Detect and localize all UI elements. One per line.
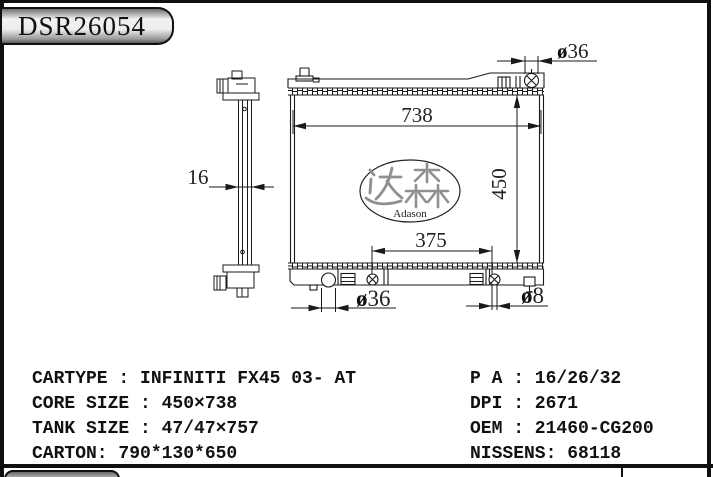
overflow-fitting [295,67,320,83]
spec-pa: P A : 16/26/32 [470,369,622,389]
front-view [287,67,545,293]
spec-core-size: CORE SIZE : 450×738 [32,394,238,414]
spec-oem: OEM : 21460-CG200 [470,419,654,439]
spec-cartype: CARTYPE : INFINITI FX45 03- AT [32,369,357,389]
brand-logo: Adason [359,159,461,223]
dim-outlet-lines [291,288,396,312]
dim-375-lines [371,246,493,274]
part-number: DSR26054 [18,10,147,41]
dim-bracket-span: 375 [415,228,447,252]
side-view-top-connector [216,70,260,101]
side-view-bottom-connector [213,264,260,298]
spec-carton: CARTON: 790*130*650 [32,444,238,464]
logo-hanzi-2 [404,162,450,209]
dim-core-width: 738 [401,103,433,127]
top-tank-serration [288,87,544,96]
dim-16-lines [209,183,274,191]
side-view [213,70,260,298]
dim-core-height: 450 [487,168,511,200]
dim-filler-lines [497,56,597,74]
dim-drain-plug: ø8 [521,283,544,308]
spec-tank-size: TANK SIZE : 47/47×757 [32,419,259,439]
spec-nissens: NISSENS: 68118 [470,444,622,464]
filler-neck [497,69,540,89]
page-border-left [0,0,4,477]
dim-drain-lines [466,284,548,310]
spec-dpi: DPI : 2671 [470,394,579,414]
bottom-divider-line [621,466,623,477]
bottom-rule [0,464,713,468]
page-border-right [707,0,711,477]
bottom-tank [289,269,545,293]
logo-hanzi [364,166,404,206]
page-border-top [0,0,711,3]
part-number-tab: DSR26054 [2,7,174,45]
dim-450-lines [513,95,521,263]
dim-side-thickness: 16 [188,165,209,189]
dim-filler-neck: ø36 [557,39,589,63]
bottom-tank-serration [288,262,544,270]
dim-738-lines [292,110,542,134]
dim-outlet-pipe: ø36 [356,286,391,311]
logo-latin-text: Adason [393,208,427,220]
